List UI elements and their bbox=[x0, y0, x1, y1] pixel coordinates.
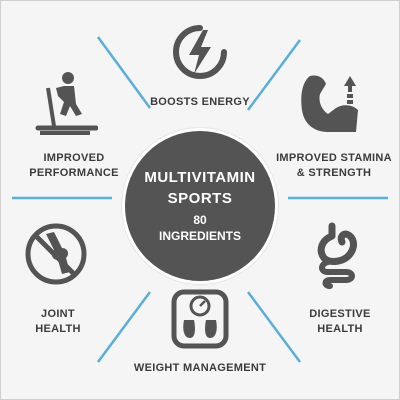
center-title-line1: MULTIVITAMIN bbox=[144, 169, 256, 186]
flexed-arm-icon bbox=[301, 75, 358, 132]
label-performance-line1: IMPROVED bbox=[43, 152, 105, 164]
treadmill-runner-icon bbox=[35, 72, 98, 135]
center-circle: MULTIVITAMIN SPORTS 80 INGREDIENTS bbox=[122, 128, 278, 284]
label-joint-health: JOINT HEALTH bbox=[18, 307, 98, 337]
label-stamina-line1: IMPROVED STAMINA bbox=[276, 152, 392, 164]
divider-top-right bbox=[246, 39, 302, 111]
divider-top-left bbox=[96, 36, 152, 109]
label-boosts-energy: BOOSTS ENERGY bbox=[150, 96, 250, 108]
label-digestive-line2: HEALTH bbox=[317, 323, 363, 335]
knee-joint-icon bbox=[25, 223, 87, 285]
label-performance-line2: PERFORMANCE bbox=[29, 167, 119, 179]
scale-icon bbox=[171, 289, 229, 349]
lightning-bolt-icon bbox=[173, 25, 227, 79]
label-joint-line1: JOINT bbox=[41, 308, 75, 320]
center-count: 80 bbox=[193, 213, 207, 227]
divider-bottom-right bbox=[246, 291, 302, 363]
label-digestive-line1: DIGESTIVE bbox=[309, 308, 371, 320]
divider-bottom-left bbox=[96, 291, 152, 363]
label-digestive-health: DIGESTIVE HEALTH bbox=[290, 307, 390, 337]
label-improved-performance: IMPROVED PERFORMANCE bbox=[18, 151, 130, 181]
label-improved-stamina: IMPROVED STAMINA & STRENGTH bbox=[272, 151, 396, 181]
label-joint-line2: HEALTH bbox=[35, 323, 81, 335]
center-title-line2: SPORTS bbox=[167, 190, 233, 207]
label-stamina-line2: & STRENGTH bbox=[296, 167, 372, 179]
center-count-label: INGREDIENTS bbox=[158, 229, 241, 243]
stomach-icon bbox=[317, 222, 357, 289]
label-weight-management: WEIGHT MANAGEMENT bbox=[133, 362, 267, 374]
